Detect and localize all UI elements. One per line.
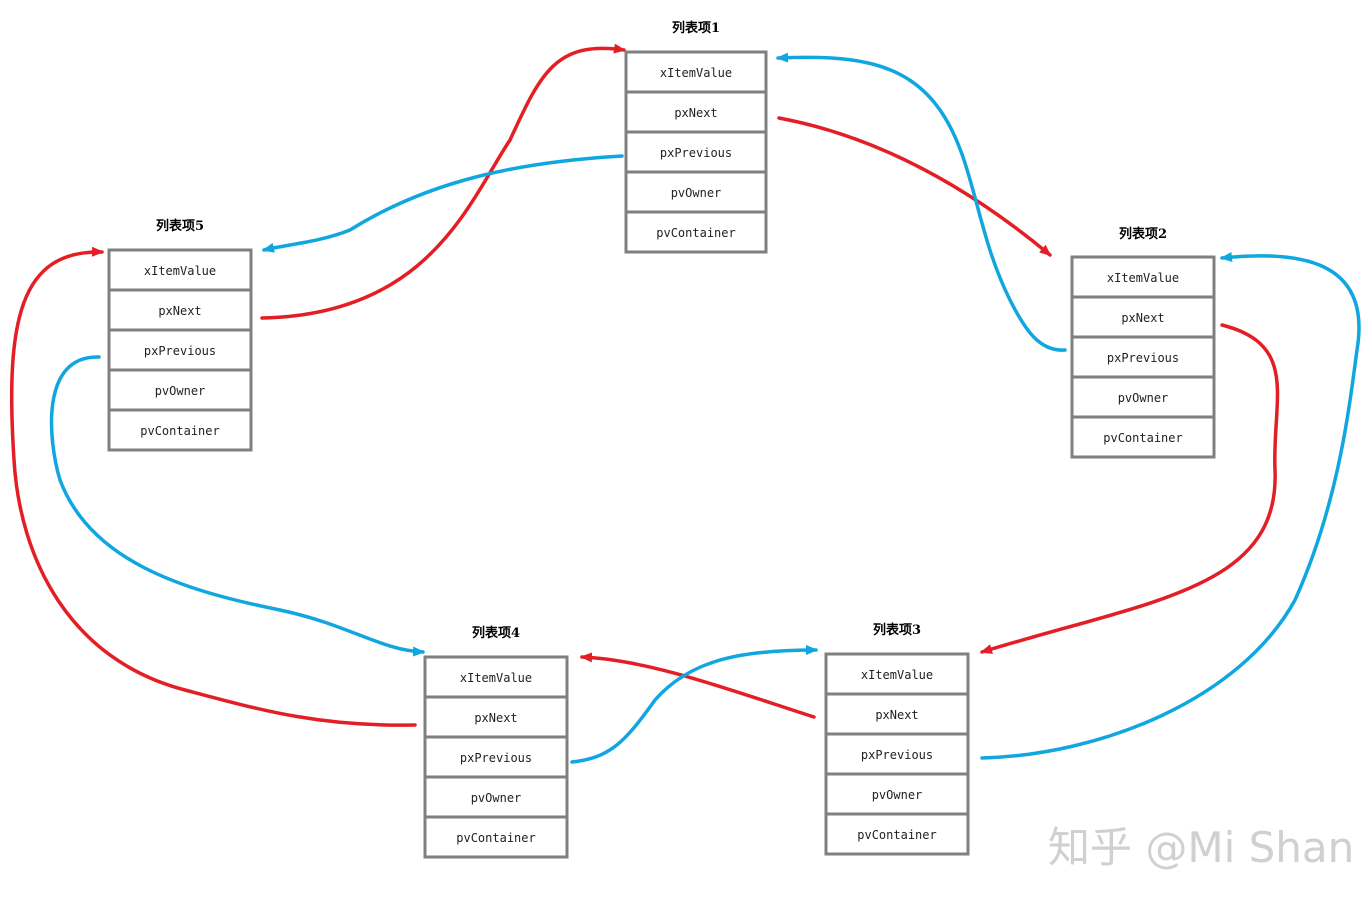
field-label: pvOwner xyxy=(155,384,206,398)
edges-layer xyxy=(9,43,1361,764)
list-node-item1: 列表项1 xItemValue pxNext pxPrevious pvOwner pvC… xyxy=(624,20,768,254)
field-label: pxNext xyxy=(1121,311,1164,325)
field-cell xyxy=(1070,295,1216,339)
field-label: xItemValue xyxy=(460,671,532,685)
previous-link-item5-to-item4 xyxy=(49,355,425,657)
next-link-item2-to-item3 xyxy=(980,323,1280,654)
field-label: pvOwner xyxy=(671,186,722,200)
field-cell xyxy=(624,210,768,254)
field-label: pxNext xyxy=(158,304,201,318)
list-node-item5: 列表项5 xItemValue pxNext pxPrevious pvOwner pvC… xyxy=(107,218,253,452)
field-cell xyxy=(107,408,253,452)
field-cell xyxy=(107,368,253,412)
node-title: 列表项2 xyxy=(1119,226,1167,242)
previous-link-item4-to-item3 xyxy=(570,645,818,764)
field-cell xyxy=(1070,415,1216,459)
field-label: xItemValue xyxy=(861,668,933,682)
field-cell xyxy=(824,772,970,816)
previous-link-item3-to-item2 xyxy=(980,252,1361,760)
field-label: pxPrevious xyxy=(660,146,732,160)
field-cell xyxy=(624,50,768,94)
field-label: pvContainer xyxy=(656,226,735,240)
list-node-item2: 列表项2 xItemValue pxNext pxPrevious pvOwner pvC… xyxy=(1070,226,1216,459)
next-link-item4-to-item5 xyxy=(9,246,417,727)
field-cell xyxy=(107,288,253,332)
field-label: pvOwner xyxy=(471,791,522,805)
field-label: pxPrevious xyxy=(144,344,216,358)
field-label: pxNext xyxy=(674,106,717,120)
field-label: pvOwner xyxy=(872,788,923,802)
node-title: 列表项3 xyxy=(873,622,921,638)
next-link-item1-to-item2 xyxy=(777,116,1052,257)
watermark-text: 知乎 @Mi Shan xyxy=(1048,823,1354,872)
node-title: 列表项5 xyxy=(156,218,204,234)
field-cell xyxy=(824,812,970,856)
field-cell xyxy=(107,248,253,292)
field-label: pxPrevious xyxy=(1107,351,1179,365)
field-label: pvContainer xyxy=(456,831,535,845)
field-cell xyxy=(624,170,768,214)
field-label: pvContainer xyxy=(140,424,219,438)
field-label: pxNext xyxy=(875,708,918,722)
field-label: xItemValue xyxy=(144,264,216,278)
list-node-item4: 列表项4 xItemValue pxNext pxPrevious pvOwner pvC… xyxy=(423,625,569,859)
field-label: xItemValue xyxy=(1107,271,1179,285)
previous-link-item1-to-item5 xyxy=(262,154,624,253)
next-link-item3-to-item4 xyxy=(580,652,816,719)
list-node-item3: 列表项3 xItemValue pxNext pxPrevious pvOwner pvC… xyxy=(824,622,970,856)
field-label: pxNext xyxy=(474,711,517,725)
field-cell xyxy=(423,735,569,779)
field-label: pxPrevious xyxy=(460,751,532,765)
previous-link-item2-to-item1 xyxy=(776,52,1067,352)
field-cell xyxy=(1070,255,1216,299)
nodes-layer: 列表项1 xItemValue pxNext pxPrevious pvOwner pvC… xyxy=(107,20,1216,859)
next-link-item5-to-item1 xyxy=(260,43,626,320)
field-cell xyxy=(824,692,970,736)
field-label: pxPrevious xyxy=(861,748,933,762)
field-cell xyxy=(423,815,569,859)
field-cell xyxy=(624,90,768,134)
field-label: pvOwner xyxy=(1118,391,1169,405)
field-label: xItemValue xyxy=(660,66,732,80)
node-title: 列表项4 xyxy=(472,625,520,641)
field-label: pvContainer xyxy=(857,828,936,842)
field-cell xyxy=(1070,375,1216,419)
node-title: 列表项1 xyxy=(672,20,720,36)
field-label: pvContainer xyxy=(1103,431,1182,445)
